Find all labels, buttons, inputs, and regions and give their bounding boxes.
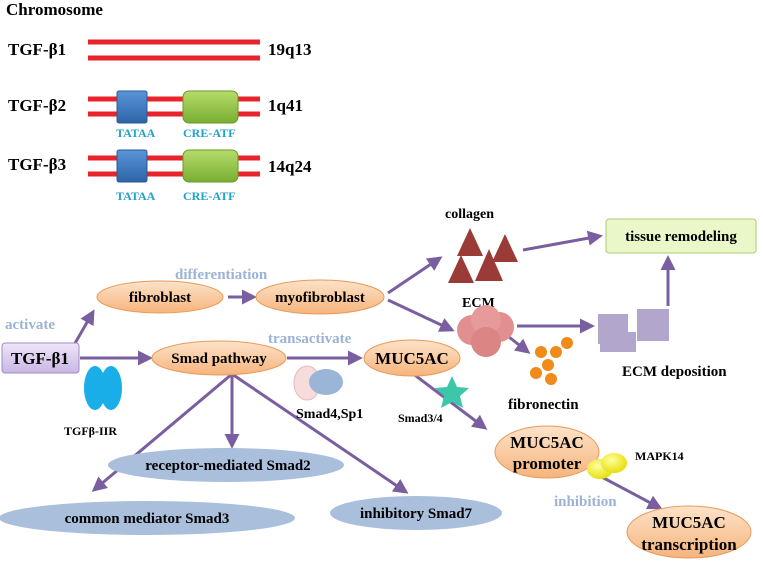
tissue-remodeling-box bbox=[605, 218, 757, 254]
verb-inhibition: inhibition bbox=[554, 494, 617, 510]
smad34-label: Smad3/4 bbox=[398, 411, 443, 425]
fibroblast-node bbox=[96, 280, 224, 314]
ecm-deposition-label: ECM deposition bbox=[622, 364, 727, 380]
smad3-label: common mediator Smad3 bbox=[65, 511, 230, 527]
arrow-collagen-to-remodeling bbox=[522, 230, 603, 252]
tgf-b1-box bbox=[1, 342, 80, 374]
gene-tgfb1-label: TGF-β1 bbox=[8, 40, 66, 59]
arrow-ecm-to-fibronectin bbox=[508, 335, 531, 354]
smad7-ellipse bbox=[330, 496, 502, 530]
smad3-ellipse bbox=[0, 501, 295, 535]
receptor-label: TGFβ-IIR bbox=[64, 424, 117, 438]
collagen-icon bbox=[448, 255, 474, 283]
tgf-b1-label: TGF-β1 bbox=[11, 349, 69, 368]
promoter-node bbox=[494, 425, 600, 479]
gene-tgfb1-locus: 19q13 bbox=[268, 40, 311, 59]
cre-atf-box bbox=[182, 149, 239, 183]
arrow-inhibition bbox=[597, 473, 663, 510]
deposition-icon bbox=[600, 332, 636, 352]
gene-tgfb3-locus: 14q24 bbox=[268, 157, 312, 176]
gene-tgfb2-label: TGF-β2 bbox=[8, 96, 66, 115]
arrow-to-collagen bbox=[387, 256, 443, 295]
smad2-label: receptor-mediated Smad2 bbox=[145, 458, 310, 474]
collagen-icon bbox=[457, 228, 483, 256]
receptor-icon bbox=[84, 366, 106, 410]
arrow-activate bbox=[72, 309, 95, 346]
arrow-to-ecm bbox=[387, 298, 455, 332]
chromosome-heading: Chromosome bbox=[6, 0, 103, 19]
cre-atf-label: CRE-ATF bbox=[183, 126, 235, 140]
tissue-remodeling-label: tissue remodeling bbox=[625, 229, 737, 245]
deposition-icon bbox=[637, 309, 669, 341]
tataa-box bbox=[116, 149, 148, 183]
transcription-label-line1: MUC5AC bbox=[652, 513, 726, 532]
smad34-star-icon bbox=[435, 376, 469, 408]
receptor-icon bbox=[100, 366, 122, 410]
ecm-icon bbox=[471, 327, 501, 357]
cre-atf-label: CRE-ATF bbox=[183, 189, 235, 203]
smad7-label: inhibitory Smad7 bbox=[360, 506, 473, 522]
collagen-icon bbox=[492, 234, 518, 262]
cre-atf-box bbox=[182, 90, 239, 124]
verb-differentiation: differentiation bbox=[175, 267, 268, 283]
smad-pathway-node bbox=[151, 340, 287, 376]
tataa-label: TATAA bbox=[116, 126, 156, 140]
smad4-icon bbox=[309, 369, 343, 395]
muc5ac-node bbox=[363, 339, 461, 377]
fibronectin-icon bbox=[530, 337, 573, 385]
myofibroblast-node bbox=[255, 279, 385, 315]
tataa-label: TATAA bbox=[116, 189, 156, 203]
mapk-icon bbox=[601, 453, 627, 473]
gene-tgfb2-locus: 1q41 bbox=[268, 96, 303, 115]
gene-tgfb3-label: TGF-β3 bbox=[8, 155, 66, 174]
collagen-icon bbox=[475, 249, 503, 281]
smad-pathway-label: Smad pathway bbox=[171, 351, 267, 367]
arrow-to-smad7 bbox=[231, 372, 409, 494]
transcription-label-line2: transcription bbox=[641, 535, 737, 554]
verb-transactivate: transactivate bbox=[268, 331, 352, 347]
tataa-box bbox=[116, 90, 148, 124]
smad2-ellipse bbox=[108, 448, 344, 482]
promoter-label-line2: promoter bbox=[513, 454, 582, 473]
fibroblast-label: fibroblast bbox=[129, 290, 191, 306]
transcription-node bbox=[626, 505, 752, 559]
verb-activate: activate bbox=[5, 317, 55, 333]
muc5ac-label: MUC5AC bbox=[375, 349, 449, 368]
ecm-icon bbox=[471, 305, 501, 335]
collagen-label: collagen bbox=[445, 207, 494, 222]
myofibroblast-label: myofibroblast bbox=[275, 290, 365, 306]
fibronectin-label: fibronectin bbox=[508, 397, 579, 413]
promoter-label-line1: MUC5AC bbox=[510, 433, 584, 452]
mapk-label: MAPK14 bbox=[635, 449, 684, 463]
smad4-sp1-label: Smad4,Sp1 bbox=[296, 407, 363, 422]
